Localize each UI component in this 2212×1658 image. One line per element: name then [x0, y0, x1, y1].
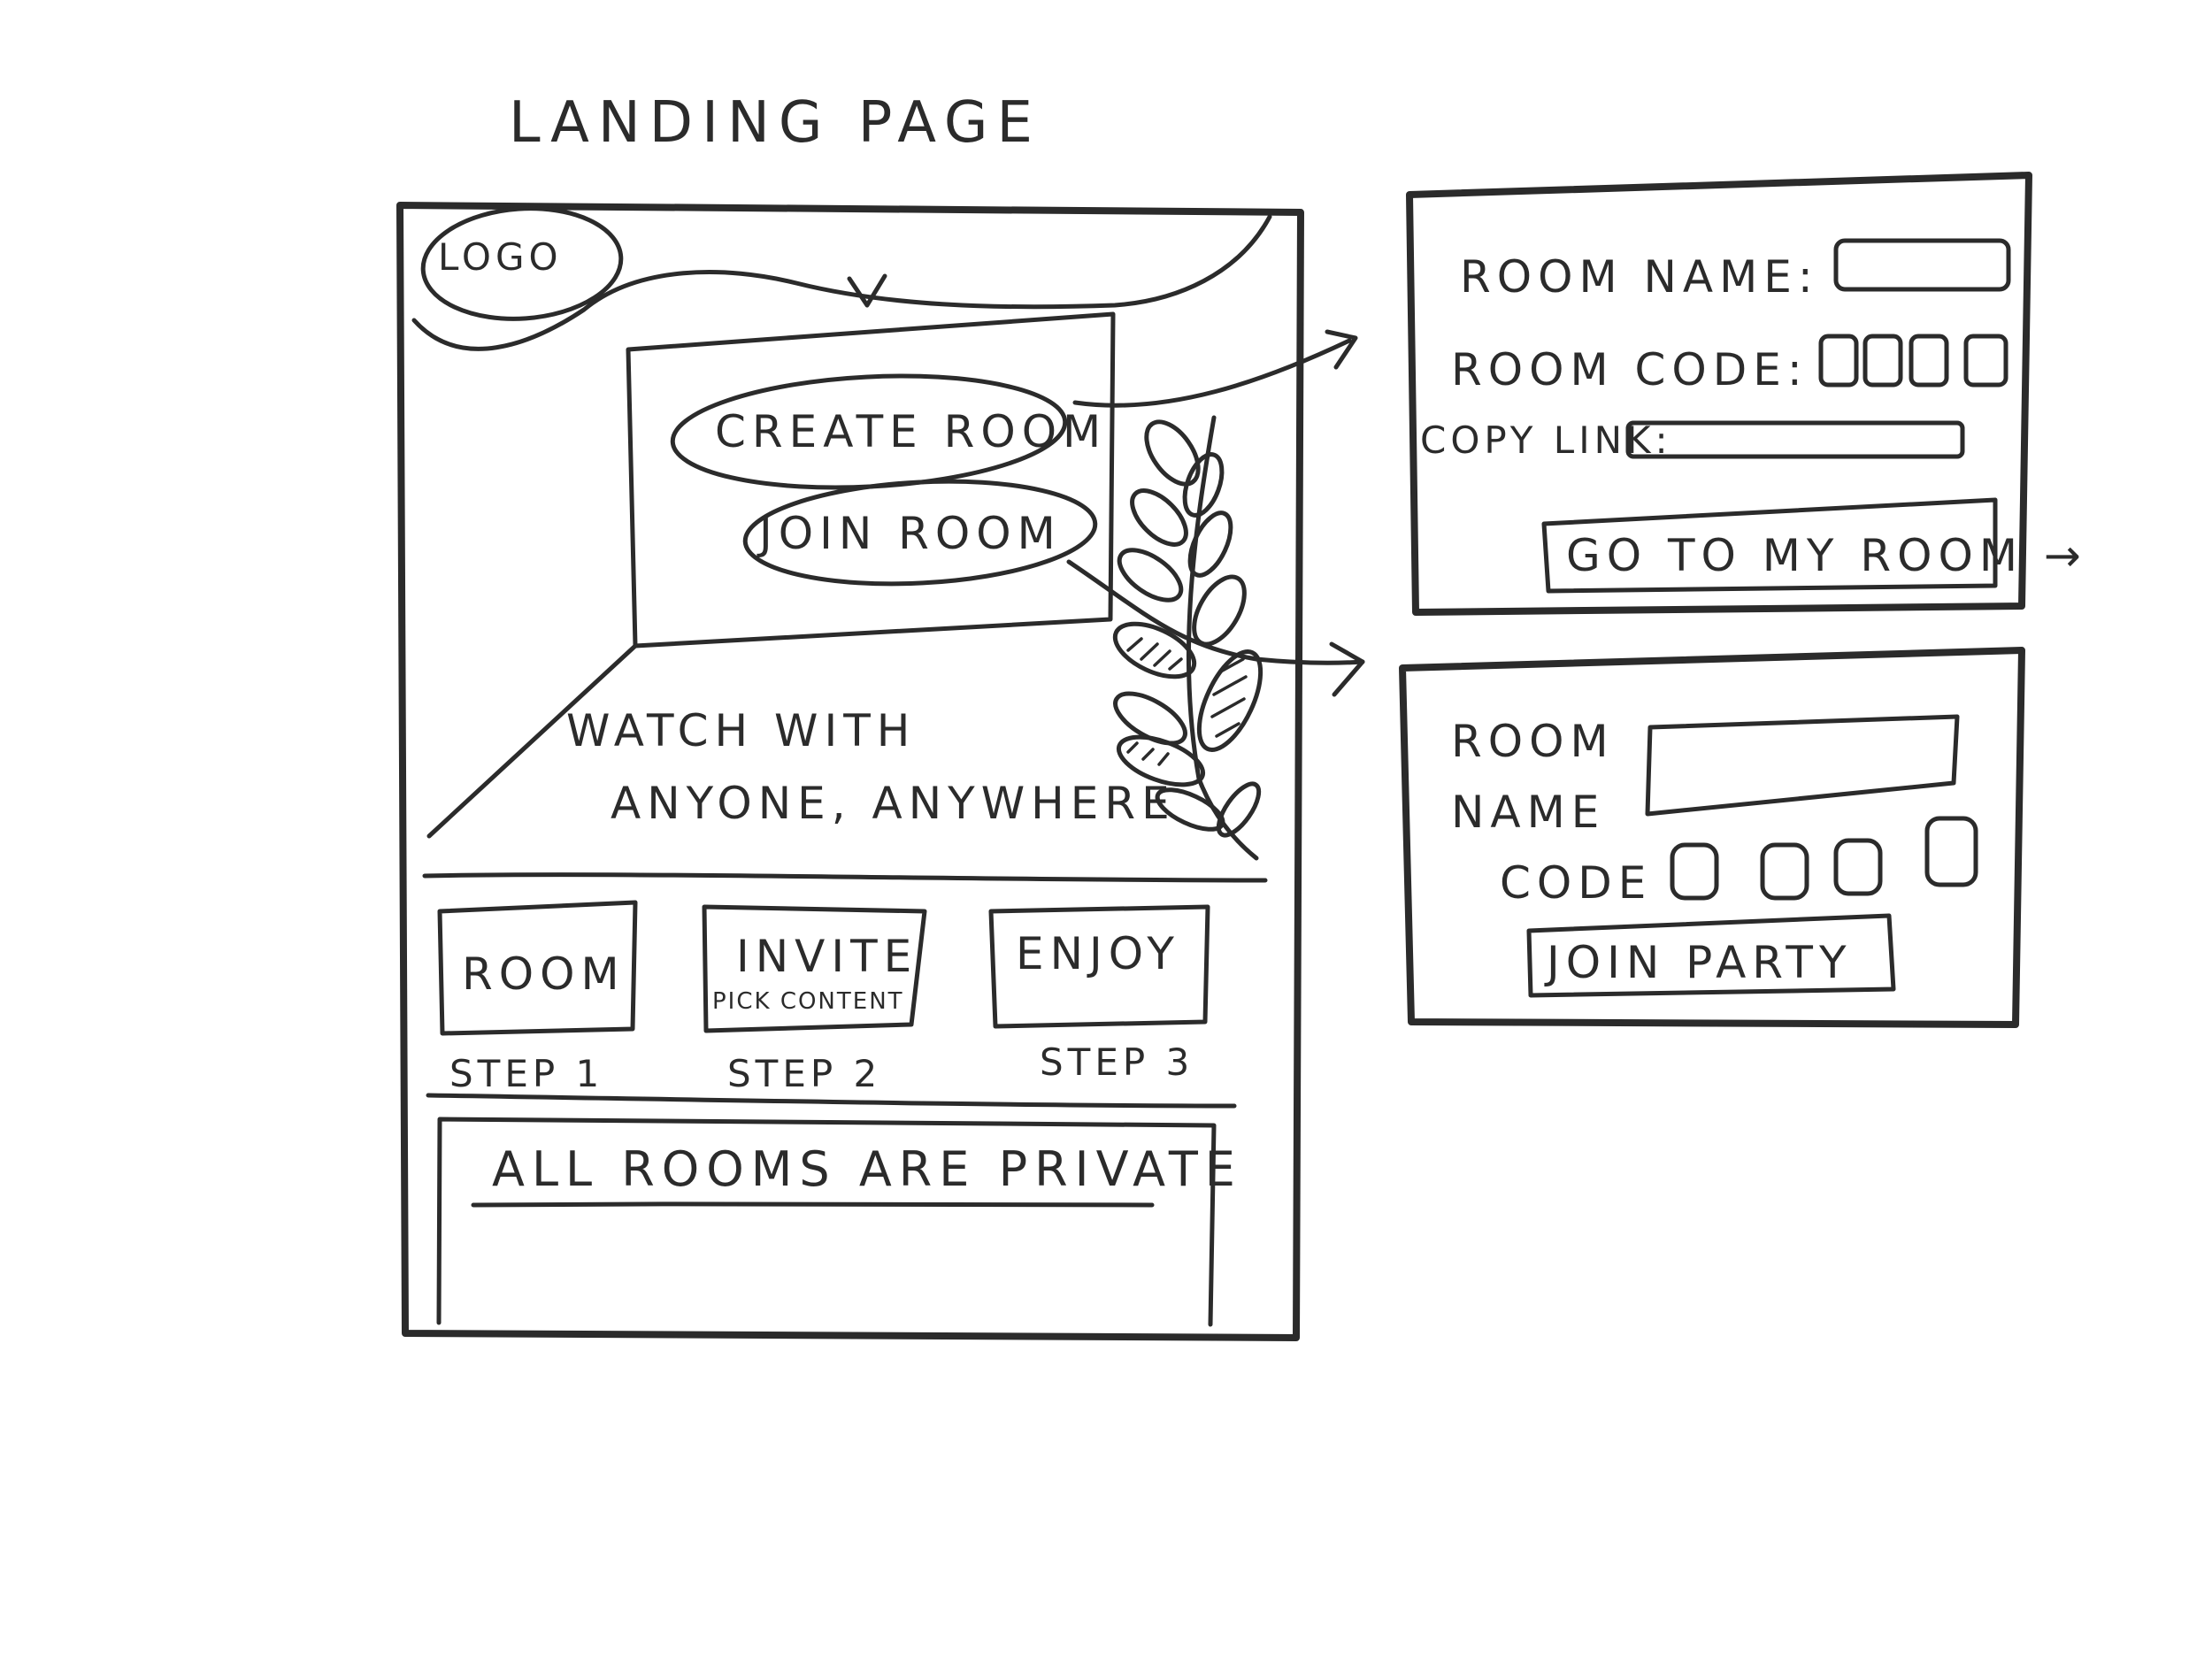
create-panel-border	[1406, 172, 2032, 616]
step-2-box-sublabel: PICK CONTENT	[712, 988, 904, 1015]
room-name-input[interactable]	[1833, 238, 2011, 292]
arrow-head-icon	[1325, 329, 1358, 370]
sketch-title: LANDING PAGE	[509, 90, 1041, 156]
create-room-panel: ROOM NAME: ROOM CODE: COPY LINK: GO TO M…	[1406, 172, 2087, 616]
tagline-line-2: ANYONE, ANYWHERE	[611, 778, 1176, 829]
fern-leaf	[1113, 691, 1187, 746]
step-3-box	[988, 904, 1210, 1029]
logo-oval	[420, 206, 624, 321]
create-room-label: CREATE ROOM	[715, 406, 1107, 457]
room-code-digit-4[interactable]	[1963, 334, 2008, 388]
join-room-panel: ROOM NAME CODE JOIN PARTY	[1399, 647, 2025, 1028]
fern-leaf-shaded	[1112, 621, 1197, 679]
step-1-box	[437, 900, 638, 1036]
private-note: ALL ROOMS ARE PRIVATE	[492, 1141, 1242, 1197]
logo-text: LOGO	[438, 235, 563, 279]
copy-link-field[interactable]	[1625, 420, 1965, 459]
join-code-digit-1[interactable]	[1670, 842, 1719, 901]
section-divider-2	[426, 1093, 1237, 1109]
fern-illustration-icon	[1112, 415, 1263, 861]
arrow-to-join-panel	[1066, 559, 1365, 665]
step-2-box	[702, 904, 927, 1033]
step-3-box-label: ENJOY	[1016, 928, 1180, 979]
fern-leaf-shaded	[1116, 734, 1206, 787]
join-party-label: JOIN PARTY	[1544, 937, 1853, 988]
fern-leaf	[1117, 548, 1184, 603]
step-3-label: STEP 3	[1040, 1040, 1194, 1084]
room-code-digit-2[interactable]	[1863, 334, 1903, 388]
fern-leaf	[1144, 419, 1201, 487]
arrow-head-icon	[1329, 641, 1365, 697]
tagline-line-1: WATCH WITH	[566, 705, 916, 756]
join-room-label-line-2: NAME	[1451, 787, 1605, 838]
hero-box	[626, 311, 1116, 649]
join-room-name-input[interactable]	[1645, 714, 1960, 817]
join-room-label-line-1: ROOM	[1451, 716, 1615, 767]
join-code-label: CODE	[1500, 857, 1652, 909]
go-to-my-room-label: GO TO MY ROOM →	[1566, 530, 2087, 581]
step-2-box-label: INVITE	[736, 931, 918, 982]
room-name-label: ROOM NAME:	[1460, 251, 1819, 303]
join-code-digit-4[interactable]	[1924, 816, 1978, 887]
fern-leaf	[1182, 452, 1225, 518]
step-1-label: STEP 1	[449, 1052, 603, 1095]
step-1-box-label: ROOM	[462, 948, 626, 1000]
join-room-label: JOIN ROOM	[757, 508, 1062, 559]
fern-hatch	[1126, 741, 1170, 766]
step-2-label: STEP 2	[727, 1052, 881, 1095]
room-code-label: ROOM CODE:	[1451, 344, 1809, 395]
private-note-underline	[471, 1201, 1155, 1208]
perspective-line-left	[426, 643, 638, 839]
landing-frame-border	[396, 202, 1304, 1341]
private-section-box	[436, 1117, 1217, 1327]
fern-leaf	[1187, 510, 1233, 578]
join-panel-border	[1399, 647, 2025, 1028]
fern-leaf	[1155, 787, 1225, 832]
fern-leaf	[1130, 488, 1188, 547]
fern-hatch	[1126, 637, 1183, 671]
join-code-digit-3[interactable]	[1833, 838, 1883, 896]
fern-leaf-shaded	[1196, 649, 1263, 752]
fern-leaf	[1216, 781, 1262, 838]
join-code-digit-2[interactable]	[1760, 842, 1809, 901]
fern-stem	[1186, 415, 1259, 861]
arrow-to-create-panel	[1072, 338, 1352, 408]
room-code-digit-1[interactable]	[1818, 334, 1859, 388]
chevron-down-icon	[847, 273, 887, 308]
go-to-my-room-button[interactable]	[1541, 497, 1998, 594]
section-divider	[422, 872, 1268, 883]
room-code-digit-3[interactable]	[1909, 334, 1949, 388]
fern-hatch	[1210, 657, 1248, 738]
landing-page-frame: LOGO CREATE ROOM JOIN ROOM WATCH WITH AN…	[396, 202, 1304, 1341]
join-party-button[interactable]	[1526, 913, 1896, 998]
header-wave	[411, 214, 1272, 351]
join-room-button[interactable]	[742, 473, 1098, 593]
